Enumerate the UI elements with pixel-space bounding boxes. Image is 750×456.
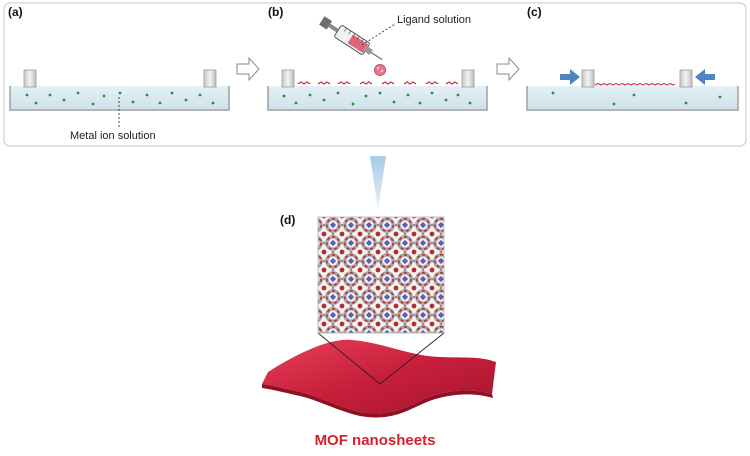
step-arrow-bc (496, 56, 520, 82)
steps-frame (3, 2, 747, 147)
step-arrow-ab (236, 56, 260, 82)
trough-a-water (10, 86, 229, 109)
ligand-molecules-b (297, 81, 459, 85)
barrier-right-a (203, 69, 217, 88)
trough-b-body (267, 86, 488, 111)
mof-nanosheets-title: MOF nanosheets (314, 432, 436, 449)
barrier-right-c (679, 69, 693, 88)
trough-c-water (527, 86, 738, 109)
ligand-solution-label: Ligand solution (397, 14, 472, 26)
zoom-line-right (379, 332, 445, 385)
metal-ion-solution-label: Metal ion solution (70, 130, 156, 142)
trough-a-body (9, 86, 230, 111)
metal-ions-a (25, 91, 215, 106)
barrier-left-b (281, 69, 295, 88)
ligand-leader (361, 23, 396, 46)
trough-c-body (526, 86, 739, 111)
trough-c (526, 69, 739, 111)
barrier-right-b (461, 69, 475, 88)
barrier-left-c (581, 69, 595, 88)
zoom-line-left (317, 332, 381, 385)
trough-b (267, 69, 488, 111)
panel-a-label: (a) (8, 5, 23, 19)
barrier-left-a (23, 69, 37, 88)
metal-ions-c (551, 91, 722, 106)
panel-b-label: (b) (268, 5, 284, 19)
syringe (319, 16, 396, 76)
metal-ions-b (282, 91, 472, 106)
trough-b-water (268, 86, 487, 109)
compressed-film-c (594, 82, 676, 86)
mof-nanosheet (262, 339, 496, 414)
mof-lattice (317, 216, 445, 334)
trough-a (9, 69, 230, 128)
compress-arrow-left (560, 69, 580, 85)
compress-arrow-right (695, 69, 715, 85)
panel-d-label: (d) (280, 213, 296, 227)
ligand-droplet (374, 64, 386, 76)
funnel-pointer (370, 156, 386, 210)
panel-c-label: (c) (527, 5, 542, 19)
